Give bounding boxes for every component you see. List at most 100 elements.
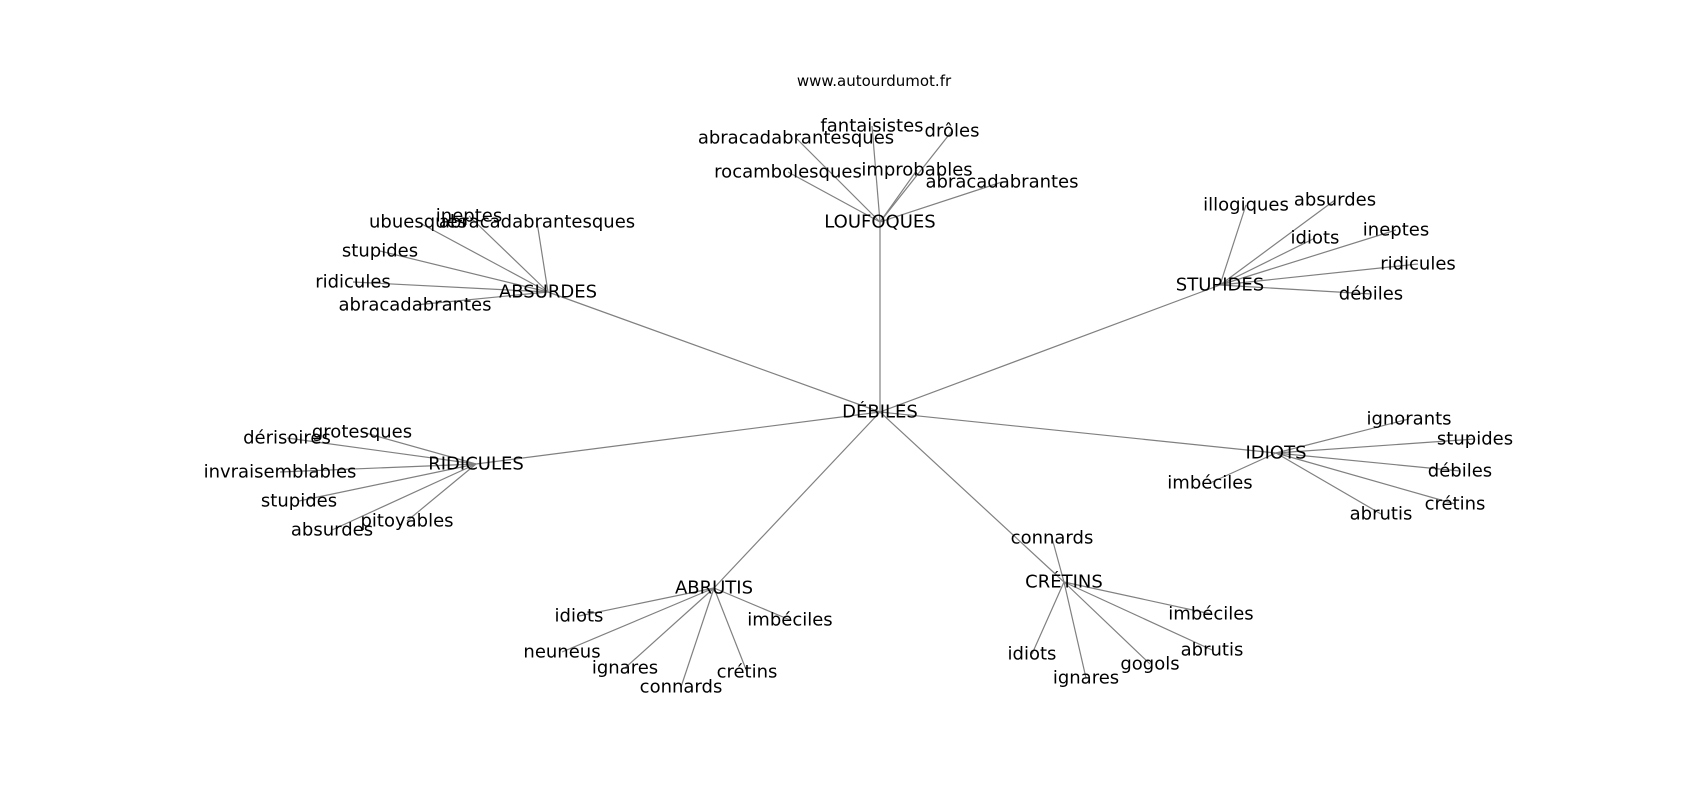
leaf-node-grotesques: grotesques xyxy=(312,422,412,443)
leaf-node-abrutis: abrutis xyxy=(1181,640,1244,661)
edge-ridicules-invraisemblables xyxy=(279,463,477,473)
leaf-node-invraisemblables: invraisemblables xyxy=(204,462,357,483)
leaf-node-abracadabrantesques: abracadabrantesques xyxy=(698,128,894,149)
edge-absurdes-ridicules xyxy=(352,281,549,293)
edge-stupides-illogiques xyxy=(1219,204,1247,286)
leaf-node-absurdes: absurdes xyxy=(1294,190,1376,211)
edge-cretins-imbeciles xyxy=(1063,581,1212,615)
leaf-node-imbeciles: imbéciles xyxy=(1168,604,1253,625)
edge-stupides-ineptes xyxy=(1219,229,1397,286)
edge-abrutis-imbeciles xyxy=(713,587,791,621)
edge-abrutis-connards xyxy=(680,587,715,688)
leaf-node-improbables: improbables xyxy=(861,160,972,181)
leaf-node-ignares: ignares xyxy=(1053,668,1119,689)
edge-absurdes-ubuesques xyxy=(417,221,549,293)
edge-center-abrutis xyxy=(713,411,881,589)
edge-idiots-abrutis xyxy=(1275,452,1382,515)
leaf-node-ubuesques: ubuesques xyxy=(369,212,467,233)
edge-absurdes-abracadabrantesques xyxy=(536,221,549,293)
leaf-node-connards: connards xyxy=(640,677,723,698)
leaf-node-illogiques: illogiques xyxy=(1203,195,1289,216)
edge-idiots-stupides xyxy=(1275,438,1476,454)
hub-node-cretins: CRÉTINS xyxy=(1025,571,1103,593)
leaf-node-idiots: idiots xyxy=(1291,228,1340,249)
leaf-node-pitoyables: pitoyables xyxy=(360,511,453,532)
leaf-node-connards: connards xyxy=(1011,528,1094,549)
edge-loufoques-abracadabrantesques xyxy=(795,137,881,223)
edges-layer xyxy=(279,125,1476,688)
edge-center-idiots xyxy=(879,411,1277,454)
leaf-node-idiots: idiots xyxy=(1008,644,1057,665)
leaf-node-imbeciles: imbéciles xyxy=(1167,473,1252,494)
edge-loufoques-improbables xyxy=(879,169,918,223)
edge-stupides-debiles xyxy=(1219,284,1372,295)
edge-center-stupides xyxy=(879,284,1221,413)
leaf-node-abrutis: abrutis xyxy=(1350,504,1413,525)
hub-node-stupides: STUPIDES xyxy=(1176,275,1264,296)
edge-idiots-imbeciles xyxy=(1209,452,1277,484)
leaf-node-stupides: stupides xyxy=(1437,429,1513,450)
leaf-node-idiots: idiots xyxy=(555,606,604,627)
edge-absurdes-stupides xyxy=(379,250,549,293)
leaf-node-abracadabrantesques: abracadabrantesques xyxy=(439,212,635,233)
hub-node-loufoques: LOUFOQUES xyxy=(824,212,935,233)
leaf-node-abracadabrantes: abracadabrantes xyxy=(338,295,491,316)
edge-idiots-cretins xyxy=(1275,452,1456,505)
leaf-node-imbeciles: imbéciles xyxy=(747,610,832,631)
leaf-node-neuneus: neuneus xyxy=(523,642,600,663)
edge-center-ridicules xyxy=(475,411,881,465)
edge-abrutis-neuneus xyxy=(561,587,715,653)
leaf-node-stupides: stupides xyxy=(342,241,418,262)
edge-center-cretins xyxy=(879,411,1065,583)
edge-ridicules-pitoyables xyxy=(406,463,477,522)
leaf-node-fantaisistes: fantaisistes xyxy=(820,116,923,137)
edge-center-absurdes xyxy=(547,291,881,413)
leaf-node-rocambolesques: rocambolesques xyxy=(714,162,862,183)
edge-stupides-absurdes xyxy=(1219,199,1336,286)
edge-loufoques-fantaisistes xyxy=(871,125,881,223)
edge-ridicules-stupides xyxy=(298,463,477,502)
edge-abrutis-idiots xyxy=(578,587,715,617)
leaf-node-abracadabrantes: abracadabrantes xyxy=(925,172,1078,193)
leaf-node-cretins: crétins xyxy=(717,662,778,683)
hub-node-abrutis: ABRUTIS xyxy=(675,578,753,599)
leaf-node-ineptes: ineptes xyxy=(1363,220,1429,241)
edge-abrutis-cretins xyxy=(713,587,748,673)
leaf-node-droles: drôles xyxy=(925,121,980,142)
leaf-node-debiles: débiles xyxy=(1339,284,1403,305)
leaf-node-ridicules: ridicules xyxy=(1380,254,1456,275)
edge-loufoques-droles xyxy=(879,130,953,223)
leaf-node-debiles: débiles xyxy=(1428,461,1492,482)
leaf-node-derisoires: dérisoires xyxy=(243,428,331,449)
edge-absurdes-abracadabrantes xyxy=(414,291,549,306)
edge-idiots-ignorants xyxy=(1275,418,1410,454)
edge-abrutis-ignares xyxy=(624,587,715,669)
edge-ridicules-absurdes xyxy=(331,463,477,531)
edge-cretins-ignares xyxy=(1063,581,1087,679)
leaf-node-ignares: ignares xyxy=(592,658,658,679)
edge-ridicules-derisoires xyxy=(286,437,477,465)
leaf-node-ridicules: ridicules xyxy=(315,272,391,293)
leaf-node-gogols: gogols xyxy=(1120,654,1179,675)
edge-stupides-ridicules xyxy=(1219,263,1419,286)
edge-cretins-gogols xyxy=(1063,581,1151,665)
edge-cretins-connards xyxy=(1051,537,1065,583)
hub-node-absurdes: ABSURDES xyxy=(499,282,597,303)
hub-node-idiots: IDIOTS xyxy=(1245,443,1306,464)
leaf-node-ignorants: ignorants xyxy=(1366,409,1451,430)
leaf-node-absurdes: absurdes xyxy=(291,520,373,541)
edge-idiots-debiles xyxy=(1275,452,1461,472)
hub-node-ridicules: RIDICULES xyxy=(428,454,524,475)
center-node-label: DÉBILES xyxy=(842,401,918,423)
site-title: www.autourdumot.fr xyxy=(796,72,952,90)
edge-loufoques-rocambolesques xyxy=(787,171,881,223)
edge-ridicules-grotesques xyxy=(361,431,477,465)
leaf-node-ineptes: ineptes xyxy=(436,206,502,227)
edge-absurdes-ineptes xyxy=(468,215,549,293)
edge-cretins-idiots xyxy=(1031,581,1065,655)
leaf-node-cretins: crétins xyxy=(1425,494,1486,515)
edge-loufoques-abracadabrantes xyxy=(879,181,1003,223)
leaf-node-stupides: stupides xyxy=(261,491,337,512)
